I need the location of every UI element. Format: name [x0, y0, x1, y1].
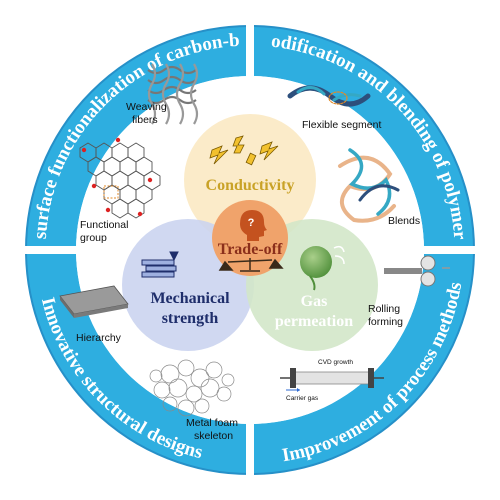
label-functional-group-2: group	[80, 232, 107, 244]
label-flexible-segment: Flexible segment	[302, 119, 381, 131]
stacked-sheets-icon	[141, 251, 179, 278]
metal-foam-illustration	[149, 359, 235, 417]
lightning-icon	[209, 135, 279, 166]
weaving-fibers-illustration	[147, 63, 199, 125]
label-rolling-forming-2: forming	[368, 316, 403, 328]
venn-diagram: Conductivity ? Trade-off Mechanical stre…	[122, 114, 378, 351]
ring-separator-top	[246, 20, 254, 82]
label-weaving-fibers-1: Weaving	[126, 101, 167, 113]
venn-label-gas-2: permeation	[275, 313, 353, 330]
cvd-growth-illustration	[280, 368, 384, 392]
ring-quadrant-top-right	[250, 26, 474, 250]
rolling-forming-illustration	[384, 255, 450, 287]
graphene-illustration	[79, 142, 161, 219]
venn-label-conductivity: Conductivity	[206, 177, 295, 194]
label-metal-foam-1: Metal foam	[186, 417, 238, 429]
label-blends: Blends	[388, 215, 420, 227]
venn-label-mechanical-1: Mechanical	[150, 290, 230, 307]
venn-label-mechanical-2: strength	[162, 310, 219, 327]
label-functional-group-1: Functional	[80, 219, 128, 231]
flexible-segment-illustration	[287, 85, 371, 107]
functional-group-highlight	[103, 185, 119, 199]
head-icon: ?	[240, 210, 267, 241]
blends-illustration	[338, 148, 400, 223]
balloon-icon	[300, 245, 345, 291]
label-rolling-forming-1: Rolling	[368, 303, 400, 315]
label-carrier-gas: Carrier gas	[286, 395, 319, 402]
ring-separator-left	[20, 246, 82, 254]
svg-text:?: ?	[248, 217, 255, 229]
label-metal-foam-2: skeleton	[194, 430, 233, 442]
ring-quadrant-bottom-right	[250, 250, 474, 474]
ring-separator-bottom	[246, 418, 254, 480]
venn-circle-conductivity	[184, 114, 316, 246]
venn-label-tradeoff: Trade-off	[218, 241, 283, 258]
label-cvd-growth: CVD growth	[318, 359, 353, 366]
functional-group-dots	[81, 137, 153, 217]
hierarchy-illustration	[59, 285, 129, 318]
label-hierarchy: Hierarchy	[76, 332, 122, 344]
venn-label-gas-1: Gas	[301, 293, 328, 310]
balance-scale-icon	[218, 258, 284, 272]
ring-separator-right	[418, 246, 480, 254]
label-weaving-fibers-2: fibers	[132, 114, 158, 126]
